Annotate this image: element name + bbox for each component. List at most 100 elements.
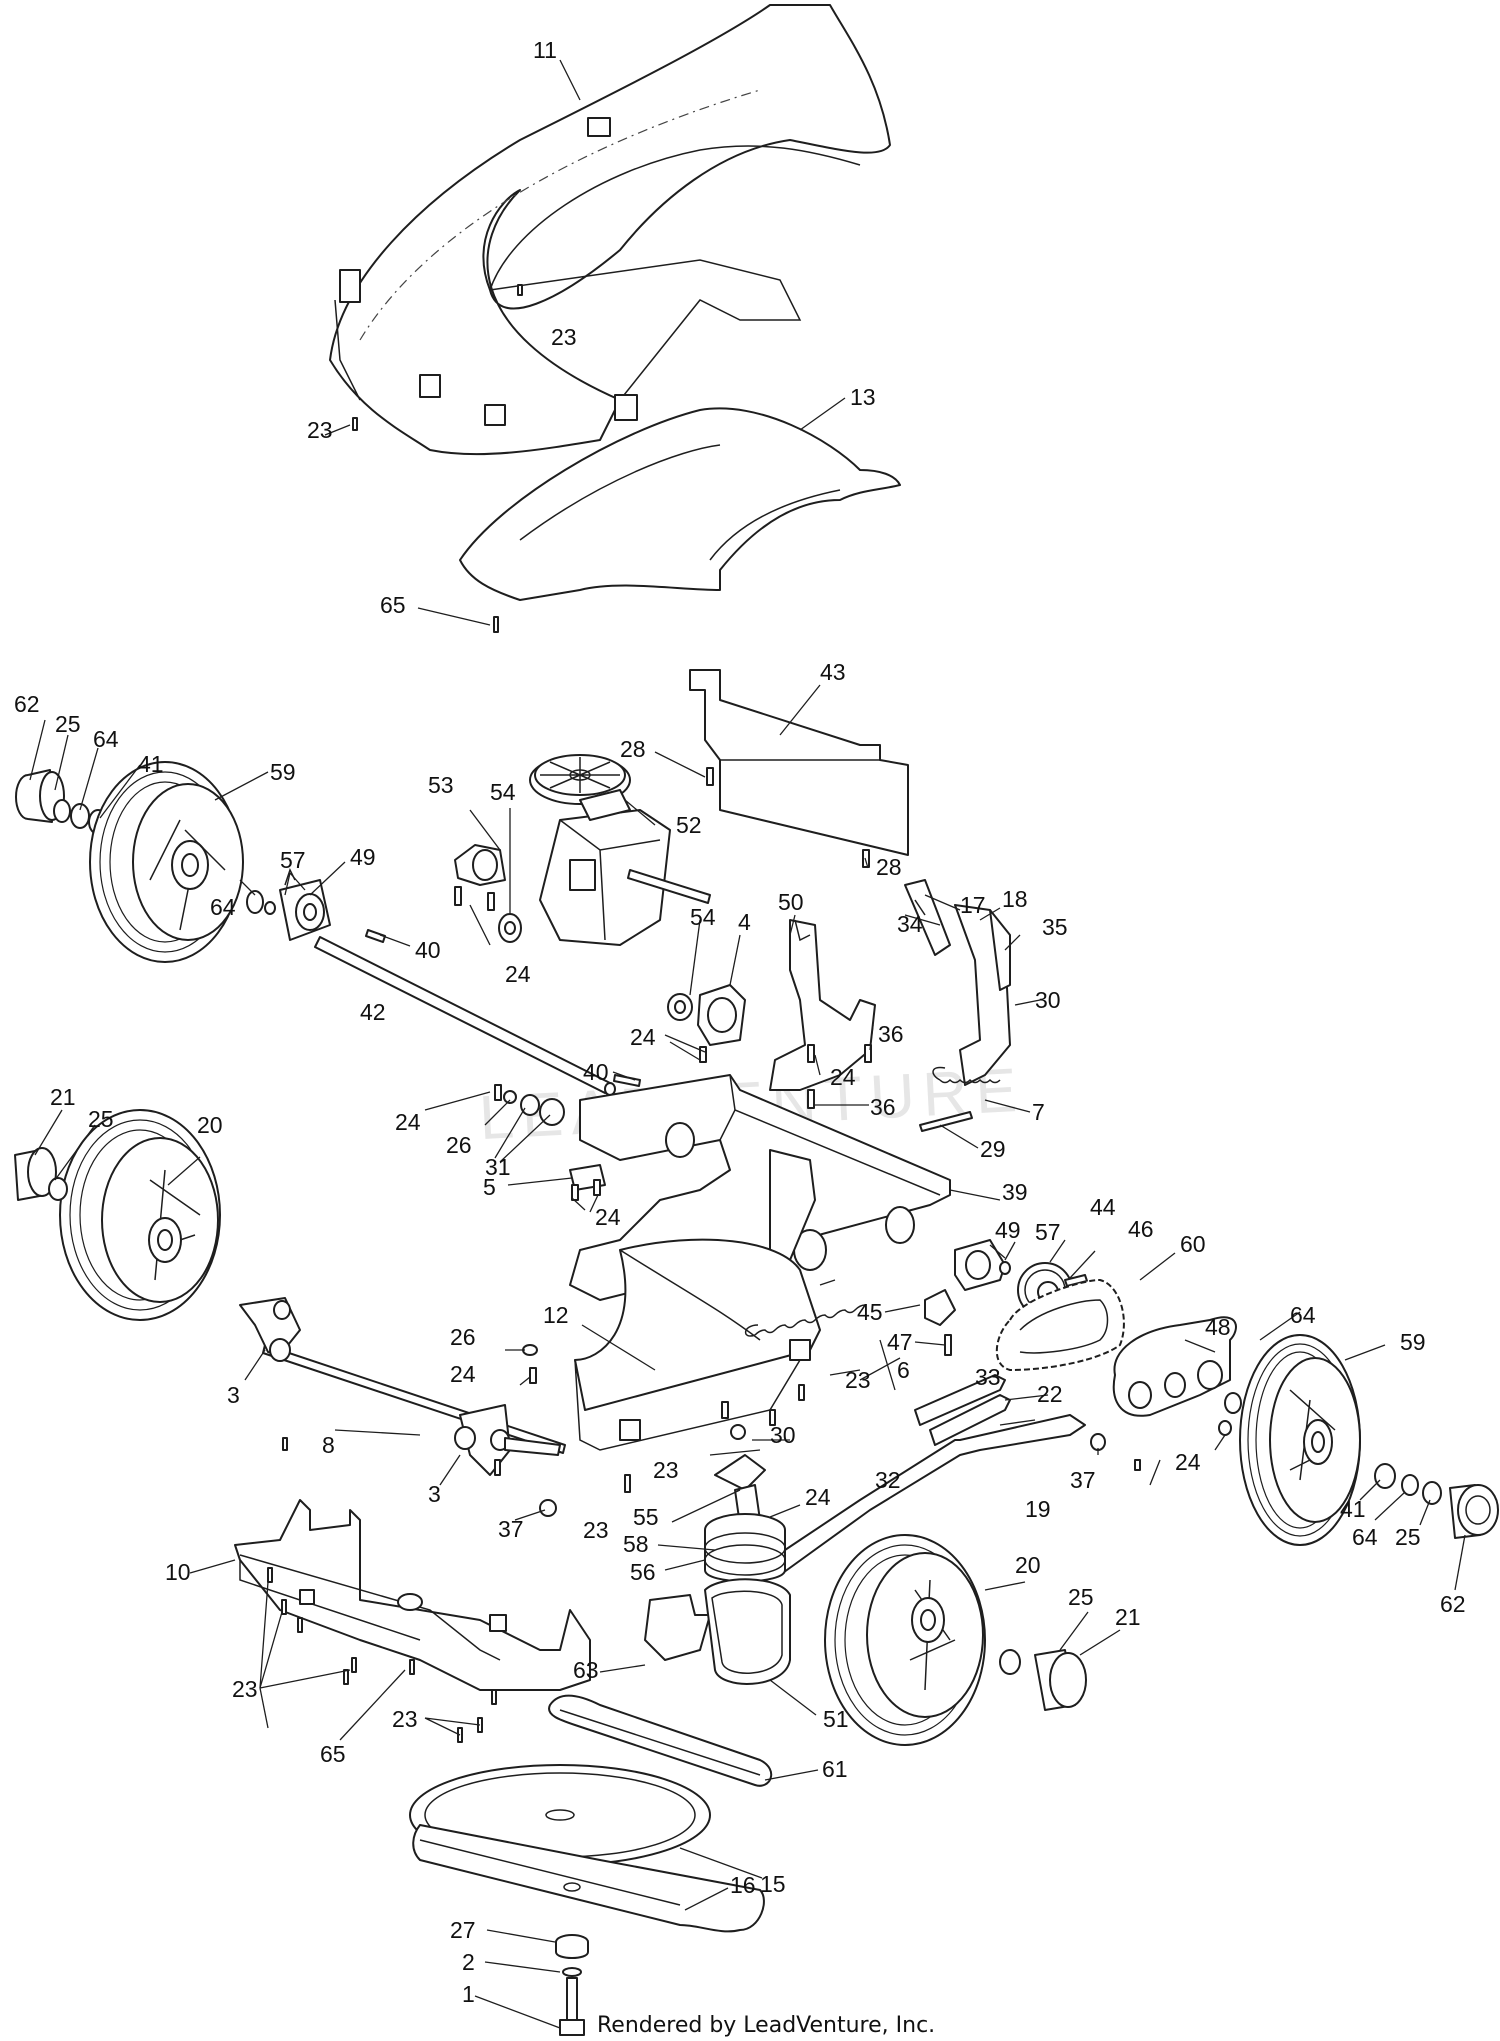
callout-3: 3 <box>227 1382 240 1408</box>
callout-34: 34 <box>897 911 923 937</box>
callout-29: 29 <box>980 1136 1006 1162</box>
callout-49: 49 <box>995 1217 1021 1243</box>
callout-24: 24 <box>830 1064 856 1090</box>
callout-6: 6 <box>897 1357 910 1383</box>
callout-57: 57 <box>280 847 306 873</box>
callout-50: 50 <box>778 889 804 915</box>
callout-49: 49 <box>350 844 376 870</box>
callout-18: 18 <box>1002 886 1028 912</box>
callout-51: 51 <box>823 1706 849 1732</box>
callout-62: 62 <box>14 691 40 717</box>
pin-upper <box>365 929 386 943</box>
callout-37: 37 <box>498 1516 524 1542</box>
callout-23: 23 <box>232 1676 258 1702</box>
callout-56: 56 <box>630 1559 656 1585</box>
wheel-hub-stack-lower-right <box>1374 1463 1499 1539</box>
callout-44: 44 <box>1090 1194 1116 1220</box>
washer-26-lower <box>522 1344 538 1356</box>
callout-32: 32 <box>875 1467 901 1493</box>
drive-chain-60 <box>995 1279 1125 1371</box>
nut-30-lower <box>730 1424 746 1440</box>
chain-cover-48 <box>1112 1316 1237 1417</box>
cover-plate-part <box>689 669 909 856</box>
front-axle-part <box>239 1297 566 1476</box>
callout-24: 24 <box>630 1024 656 1050</box>
axle-bearing-left <box>246 868 331 941</box>
transmission-part <box>539 789 711 946</box>
rear-axle-part <box>314 936 616 1096</box>
callout-62: 62 <box>1440 1591 1466 1617</box>
callout-39: 39 <box>1002 1179 1028 1205</box>
callout-19: 19 <box>1025 1496 1051 1522</box>
callout-labels: 11 23 23 13 65 43 28 28 62 25 64 41 59 5… <box>14 37 1466 2007</box>
callout-1: 1 <box>462 1981 475 2007</box>
callout-23: 23 <box>653 1457 679 1483</box>
callout-24: 24 <box>395 1109 421 1135</box>
rear-baffle-part <box>574 1238 821 1451</box>
callout-41: 41 <box>138 751 164 777</box>
rear-housing-part <box>329 4 891 456</box>
callout-16: 16 <box>730 1872 756 1898</box>
callout-21: 21 <box>50 1084 76 1110</box>
bearing-4-part <box>697 984 746 1046</box>
callout-24: 24 <box>505 961 531 987</box>
callout-10: 10 <box>165 1559 191 1585</box>
callout-33: 33 <box>975 1364 1001 1390</box>
callout-23: 23 <box>551 324 577 350</box>
callout-23: 23 <box>583 1517 609 1543</box>
callout-2: 2 <box>462 1949 475 1975</box>
callout-20: 20 <box>1015 1552 1041 1578</box>
screws-small <box>267 284 1141 1743</box>
front-wheel-upper-left <box>59 1109 221 1321</box>
callout-58: 58 <box>623 1531 649 1557</box>
callout-61: 61 <box>822 1756 848 1782</box>
callout-26: 26 <box>450 1324 476 1350</box>
motor-pulley-assembly <box>704 1454 786 1583</box>
callout-24: 24 <box>805 1484 831 1510</box>
front-hub-stack-left <box>14 1147 68 1201</box>
belt-61-part <box>548 1694 773 1787</box>
callout-26: 26 <box>446 1132 472 1158</box>
callout-64: 64 <box>1352 1524 1378 1550</box>
callout-15: 15 <box>760 1871 786 1897</box>
callout-60: 60 <box>1180 1231 1206 1257</box>
pin-46 <box>1064 1274 1088 1287</box>
front-hub-stack-right <box>999 1649 1087 1711</box>
callout-64: 64 <box>210 894 236 920</box>
callout-4: 4 <box>738 909 751 935</box>
callout-53: 53 <box>428 772 454 798</box>
callout-46: 46 <box>1128 1216 1154 1242</box>
nut-37-left <box>539 1499 557 1517</box>
callout-12: 12 <box>543 1302 569 1328</box>
callout-24: 24 <box>595 1204 621 1230</box>
callout-28: 28 <box>876 854 902 880</box>
bearing-block-53 <box>454 844 522 943</box>
callout-35: 35 <box>1042 914 1068 940</box>
callout-43: 43 <box>820 659 846 685</box>
callout-48: 48 <box>1205 1314 1231 1340</box>
bearing-49-right <box>954 1239 1011 1291</box>
washer-54-lower <box>667 993 693 1021</box>
callout-41: 41 <box>1340 1496 1366 1522</box>
blade-16-part <box>412 1824 765 1933</box>
callout-7: 7 <box>1032 1099 1045 1125</box>
callout-37: 37 <box>1070 1467 1096 1493</box>
callout-36: 36 <box>870 1094 896 1120</box>
rear-wheel-upper-left <box>89 761 244 963</box>
callout-65: 65 <box>320 1741 346 1767</box>
bracket-63 <box>644 1594 711 1661</box>
callout-3: 3 <box>428 1481 441 1507</box>
linkage-33-22-19 <box>754 1374 1086 1581</box>
callout-23: 23 <box>307 417 333 443</box>
spring-6-hook <box>744 1324 759 1337</box>
callout-54: 54 <box>490 779 516 805</box>
nut-24-right <box>1218 1420 1232 1436</box>
callout-42: 42 <box>360 999 386 1025</box>
callout-30: 30 <box>770 1422 796 1448</box>
callout-55: 55 <box>633 1504 659 1530</box>
callout-40: 40 <box>583 1059 609 1085</box>
nut-37-right <box>1090 1433 1106 1451</box>
rear-wheel-right <box>1239 1334 1361 1546</box>
callout-20: 20 <box>197 1112 223 1138</box>
